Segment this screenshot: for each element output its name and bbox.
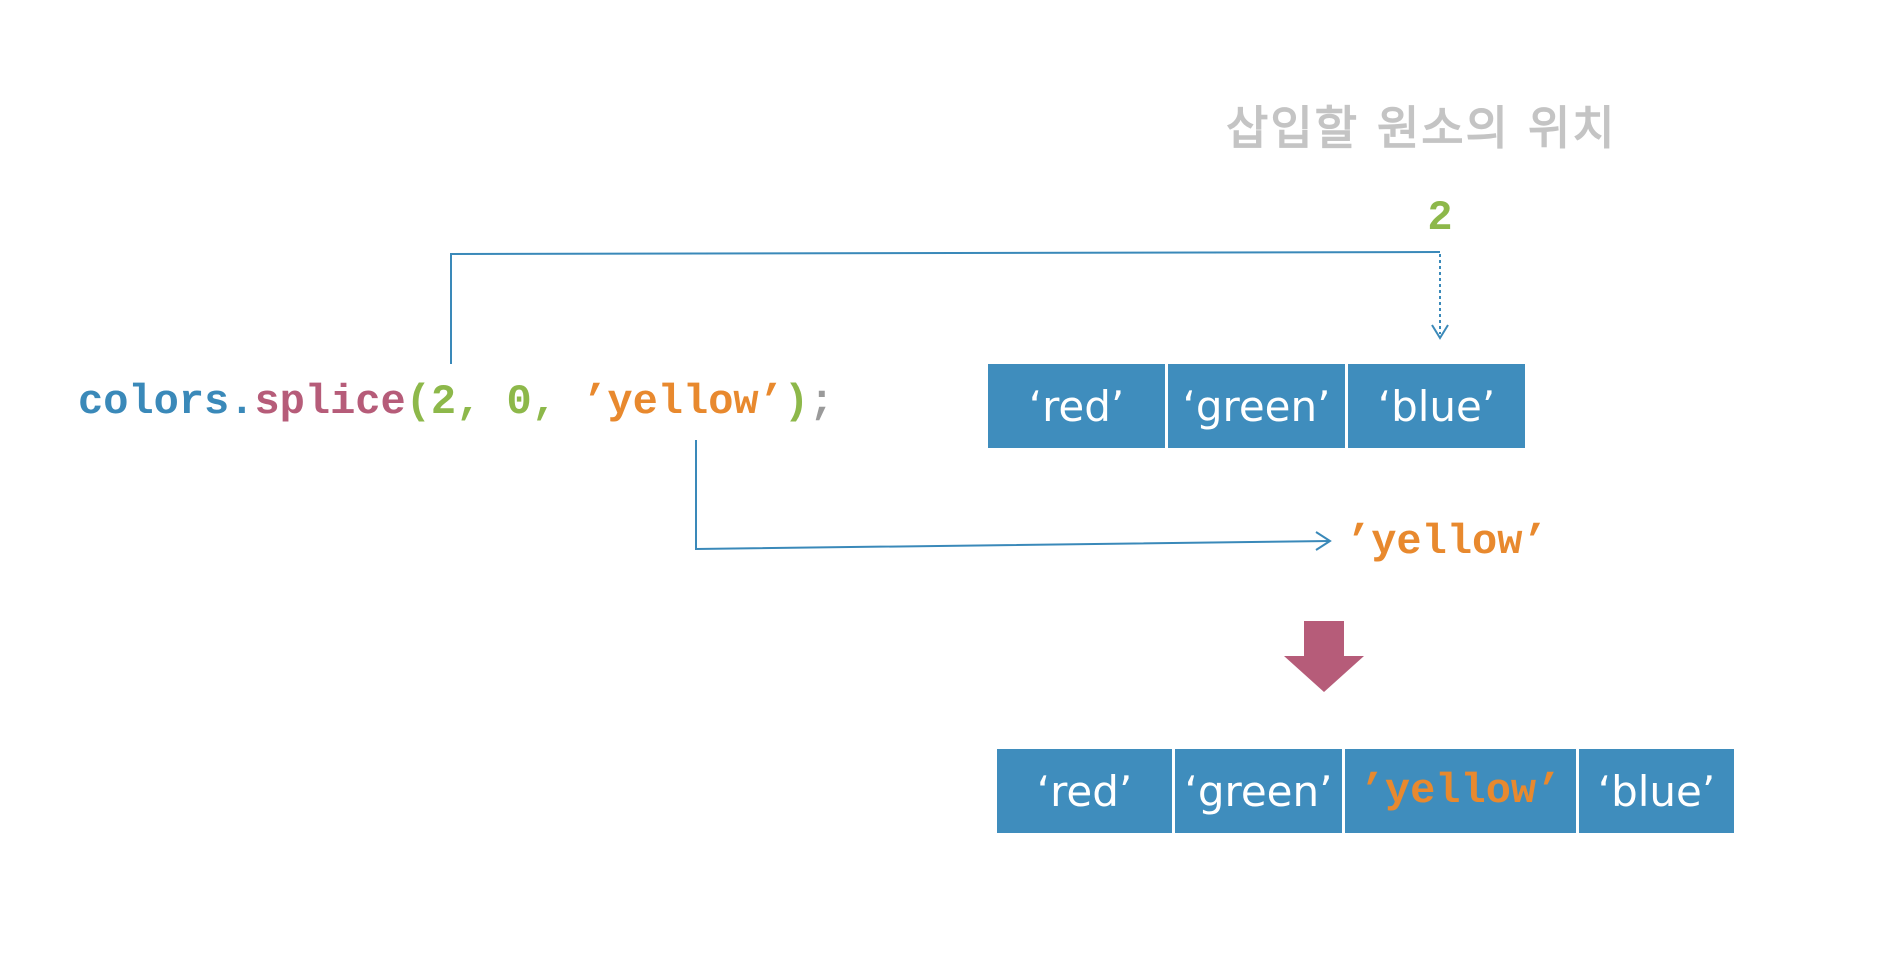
- code-arg-index: 2: [430, 378, 457, 426]
- array-before-cell: ‘blue’: [1348, 364, 1525, 448]
- index-connector-line: [450, 251, 1441, 364]
- code-sep-2: ,: [531, 378, 583, 426]
- code-dot: .: [229, 378, 255, 426]
- code-semicolon: ;: [809, 378, 835, 426]
- inserted-value: ’yellow’: [1346, 518, 1548, 566]
- array-after: ‘red’ ‘green’ ’yellow’ ‘blue’: [997, 749, 1734, 833]
- code-sep-1: ,: [456, 378, 507, 426]
- code-arg-delete-count: 0: [506, 378, 532, 426]
- array-after-cell-inserted: ’yellow’: [1345, 749, 1576, 833]
- value-connector-line: [695, 440, 1331, 551]
- value-arrowhead-icon: [1315, 531, 1332, 551]
- code-object: colors: [78, 378, 230, 426]
- insert-index-number: 2: [1427, 194, 1453, 242]
- array-after-cell: ‘red’: [997, 749, 1172, 833]
- insert-position-label: 삽입할 원소의 위치: [1226, 101, 1617, 155]
- splice-code-line: colors.splice(2, 0, ’yellow’);: [78, 376, 834, 428]
- array-after-cell: ‘green’: [1175, 749, 1342, 833]
- code-open-paren: (: [405, 378, 431, 426]
- array-before: ‘red’ ‘green’ ‘blue’: [988, 364, 1525, 448]
- code-close-paren: ): [783, 378, 810, 426]
- code-method: splice: [254, 378, 406, 426]
- result-down-arrow-icon: [1284, 621, 1364, 692]
- array-before-cell: ‘green’: [1168, 364, 1345, 448]
- code-arg-value: ’yellow’: [582, 378, 784, 426]
- array-after-cell: ‘blue’: [1579, 749, 1734, 833]
- array-before-cell: ‘red’: [988, 364, 1165, 448]
- insert-arrowhead-icon: [1431, 324, 1449, 340]
